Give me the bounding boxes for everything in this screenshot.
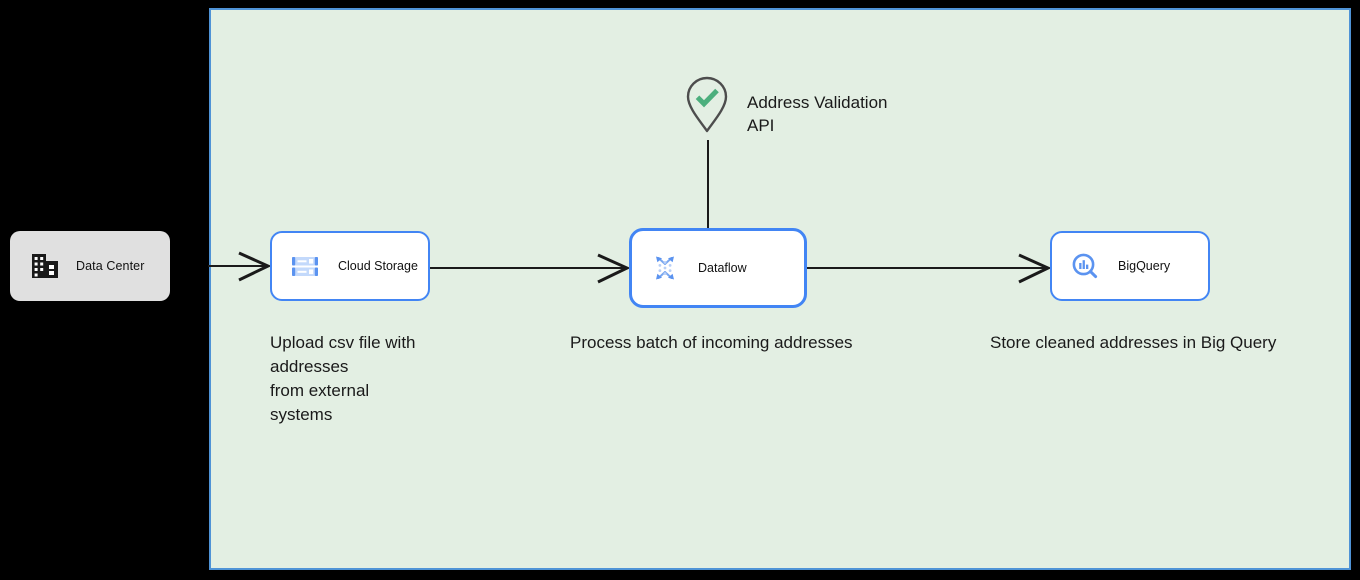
bigquery-icon: [1072, 253, 1098, 279]
map-pin-check-icon: [686, 76, 728, 133]
node-label-cloud-storage: Cloud Storage: [338, 259, 418, 273]
caption-process: Process batch of incoming addresses: [570, 333, 853, 352]
node-label-dataflow: Dataflow: [698, 261, 747, 275]
caption-upload: Upload csv file with addresses from exte…: [270, 333, 416, 424]
node-label-bigquery: BigQuery: [1118, 259, 1171, 273]
caption-store: Store cleaned addresses in Big Query: [990, 333, 1277, 352]
node-bigquery[interactable]: BigQuery: [1050, 231, 1210, 301]
node-label-address-validation-api: Address Validation API: [747, 93, 888, 135]
dataflow-icon: [656, 256, 674, 280]
cloud-storage-icon: [292, 257, 318, 276]
node-data-center[interactable]: Data Center: [10, 231, 170, 301]
node-address-validation-api[interactable]: Address Validation API: [684, 76, 888, 137]
building-icon: [32, 254, 58, 278]
node-label-data-center: Data Center: [76, 259, 145, 273]
node-cloud-storage[interactable]: Cloud Storage: [270, 231, 430, 301]
node-dataflow[interactable]: Dataflow: [629, 228, 807, 308]
